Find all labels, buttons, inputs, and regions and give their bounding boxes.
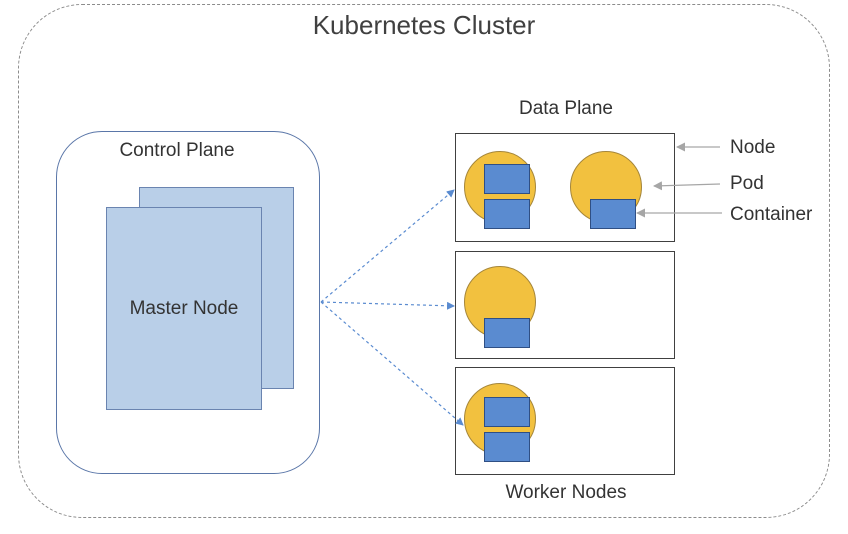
container: [484, 432, 530, 462]
container: [484, 199, 530, 229]
connector-to-node-1: [320, 189, 455, 303]
cluster-title: Kubernetes Cluster: [312, 10, 536, 40]
master-node-label: Master Node: [129, 298, 239, 319]
data-plane-title: Data Plane: [518, 98, 613, 119]
connector-to-node-3: [320, 301, 464, 426]
kubernetes-cluster-boundary: [18, 4, 830, 518]
master-node-card: [106, 207, 262, 410]
worker-nodes-label: Worker Nodes: [505, 482, 627, 503]
container: [484, 164, 530, 194]
container: [484, 318, 530, 348]
container: [590, 199, 636, 229]
legend-pod-label: Pod: [730, 173, 764, 194]
legend-pod-pointer: [653, 181, 721, 191]
connector-to-node-2: [320, 301, 455, 310]
legend-node-label: Node: [730, 137, 776, 158]
legend-container-label: Container: [730, 204, 813, 225]
container: [484, 397, 530, 427]
control-plane-title: Control Plane: [119, 140, 235, 161]
